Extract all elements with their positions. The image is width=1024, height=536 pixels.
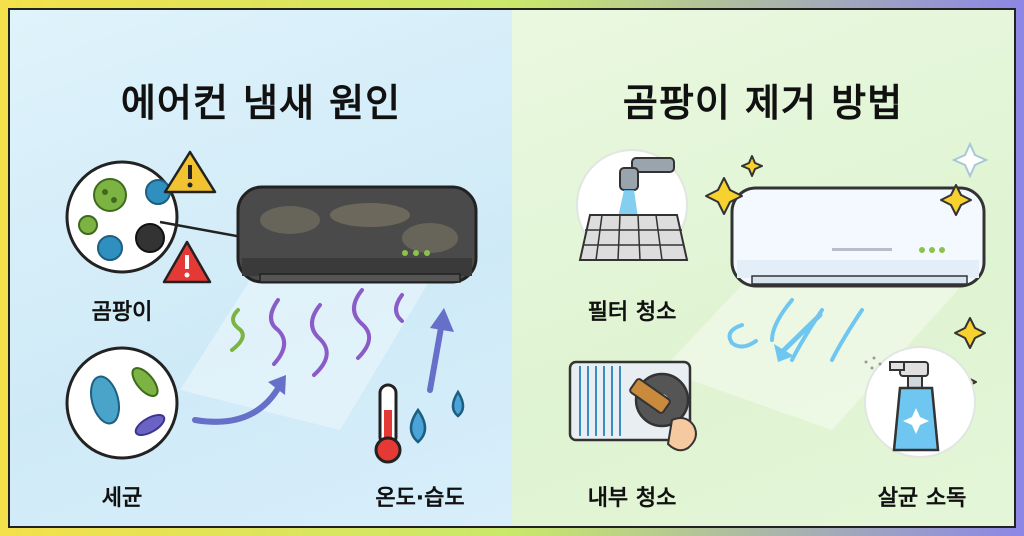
arrow-humidity xyxy=(427,319,445,393)
sterilization-label: 살균 소독 xyxy=(877,486,967,511)
mold-label: 곰팡이 xyxy=(91,300,153,325)
thermometer-droplet-icon xyxy=(374,383,465,464)
danger-icon xyxy=(162,240,212,284)
left-illustration xyxy=(65,150,478,464)
causes-title: 에어컨 냄새 원인 xyxy=(120,81,402,125)
brush-coil-icon xyxy=(568,360,697,452)
bacteria-label: 세균 xyxy=(101,486,143,511)
arrow-down-icon xyxy=(779,312,823,355)
arrow-bacteria xyxy=(192,382,283,425)
sparkle-outline-icon xyxy=(951,141,989,179)
mold-icon xyxy=(65,160,276,274)
dirty-ac-unit xyxy=(236,185,478,284)
temp-humidity-label: 온도·습도 xyxy=(375,486,465,511)
right-illustration xyxy=(568,141,989,458)
filter-cleaning-label: 필터 청소 xyxy=(587,300,677,325)
removal-title: 곰팡이 제거 방법 xyxy=(622,81,904,125)
causes-panel: 에어컨 냄새 원인 xyxy=(10,10,512,526)
clean-airflow-beam xyxy=(662,285,962,430)
airflow-beam xyxy=(180,280,430,430)
infographic: 에어컨 냄새 원인 xyxy=(8,8,1016,528)
filter-faucet-icon xyxy=(576,149,689,261)
clean-ac-unit xyxy=(730,186,986,288)
internal-cleaning-label: 내부 청소 xyxy=(587,486,677,511)
odor-swirls xyxy=(230,288,404,377)
spray-bottle-icon xyxy=(864,346,976,458)
warning-icon xyxy=(163,150,217,194)
removal-panel: 곰팡이 제거 방법 xyxy=(512,10,1014,526)
bacteria-icon xyxy=(65,346,179,460)
